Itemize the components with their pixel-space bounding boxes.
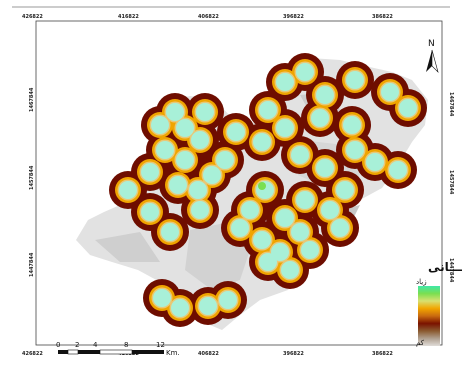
legend: شاخص مخـــاطرات انســـــانی زیاد کم xyxy=(416,260,462,347)
buffer-core xyxy=(301,241,319,259)
right-tick-2: 1457844 xyxy=(448,170,454,195)
hotspot-point xyxy=(258,182,266,190)
top-tick-3: 406822 xyxy=(198,14,219,20)
buffer-core xyxy=(141,163,159,181)
legend-high-label: زیاد xyxy=(416,278,427,286)
bottom-tick-3: 406822 xyxy=(198,351,219,357)
legend-title: شاخص مخـــاطرات انســـــانی xyxy=(428,260,462,274)
buffer-core xyxy=(259,253,277,271)
buffer-core xyxy=(291,146,309,164)
buffer-core xyxy=(216,151,234,169)
right-tick-1: 1467844 xyxy=(448,92,454,117)
right-tick-3: 1447844 xyxy=(448,258,454,283)
buffer-core xyxy=(119,181,137,199)
scale-label-4: 4 xyxy=(93,341,98,349)
buffer-core xyxy=(219,291,237,309)
buffer-core xyxy=(191,201,209,219)
scale-label-12: 12 xyxy=(156,341,165,349)
buffer-core xyxy=(253,231,271,249)
buffer-core xyxy=(176,151,194,169)
buffer-core xyxy=(296,63,314,81)
buffer-core xyxy=(316,159,334,177)
left-tick-2: 1457844 xyxy=(29,165,35,190)
buffer-core xyxy=(346,141,364,159)
buffer-core xyxy=(231,219,249,237)
bottom-tick-5: 386822 xyxy=(372,351,393,357)
buffer-core xyxy=(336,181,354,199)
scale-label-2: 2 xyxy=(75,341,79,349)
north-label: N xyxy=(428,39,435,49)
buffer-core xyxy=(281,261,299,279)
scale-label-0: 0 xyxy=(56,341,60,349)
legend-low-label: کم xyxy=(416,339,425,347)
buffer-core xyxy=(241,201,259,219)
coordinate-ticks: 426822 416822 406822 396822 386822 42682… xyxy=(22,14,454,357)
buffer-core xyxy=(276,209,294,227)
left-tick-3: 1447844 xyxy=(29,252,35,277)
scale-bar: 0 2 4 8 12 Km. xyxy=(56,341,180,357)
buffer-core xyxy=(346,71,364,89)
buffer-core xyxy=(311,109,329,127)
buffer-core xyxy=(381,83,399,101)
buffer-core xyxy=(199,297,217,315)
bottom-tick-4: 396822 xyxy=(283,351,304,357)
scale-unit: Km. xyxy=(166,349,180,357)
legend-color-ramp xyxy=(418,286,440,346)
buffer-core xyxy=(176,119,194,137)
buffer-core xyxy=(227,123,245,141)
bottom-tick-1: 426822 xyxy=(22,351,43,357)
buffer-core xyxy=(331,219,349,237)
left-tick-1: 1467844 xyxy=(29,87,35,112)
buffer-core xyxy=(171,299,189,317)
top-tick-5: 386822 xyxy=(372,14,393,20)
buffer-core xyxy=(253,133,271,151)
buffer-core xyxy=(161,223,179,241)
buffer-core xyxy=(296,191,314,209)
buffer-core xyxy=(196,103,214,121)
buffer-core xyxy=(166,103,184,121)
buffer-core xyxy=(156,141,174,159)
buffer-core xyxy=(169,176,187,194)
buffer-core xyxy=(191,131,209,149)
buffer-core xyxy=(321,201,339,219)
top-tick-1: 426822 xyxy=(22,14,43,20)
buffer-core xyxy=(291,223,309,241)
buffer-core xyxy=(153,289,171,307)
buffer-core xyxy=(259,101,277,119)
buffer-core xyxy=(399,99,417,117)
north-arrow: N xyxy=(426,39,439,74)
buffer-core xyxy=(343,116,361,134)
top-tick-4: 396822 xyxy=(283,14,304,20)
buffer-core xyxy=(203,166,221,184)
buffer-core xyxy=(366,153,384,171)
buffer-core xyxy=(276,73,294,91)
buffer-core xyxy=(389,161,407,179)
buffer-core xyxy=(316,86,334,104)
buffer-core xyxy=(271,243,289,261)
top-tick-2: 416822 xyxy=(118,14,139,20)
map-neatline xyxy=(35,20,443,346)
hazard-buffers-core xyxy=(119,63,417,317)
buffer-core xyxy=(141,203,159,221)
buffer-core xyxy=(276,119,294,137)
scale-label-8: 8 xyxy=(124,341,128,349)
buffer-core xyxy=(151,116,169,134)
buffer-core xyxy=(189,181,207,199)
